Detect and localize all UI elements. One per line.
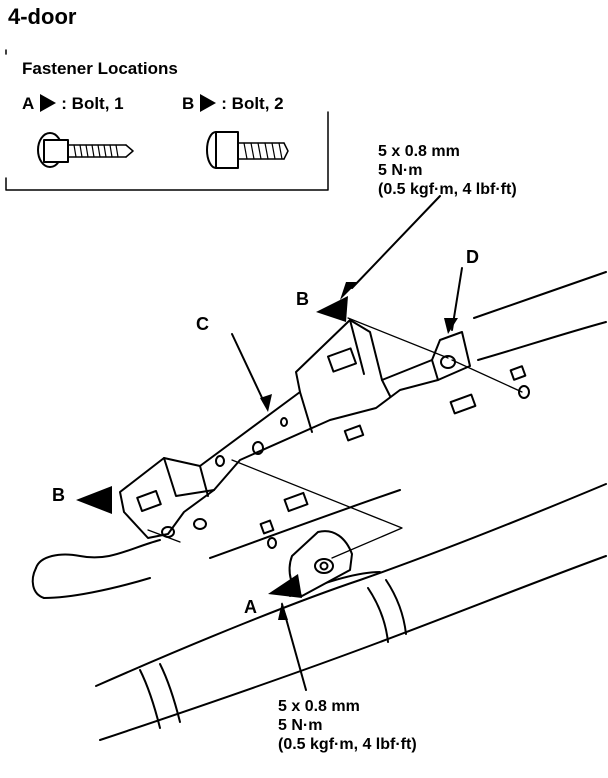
leader-arrow-spec-bottom bbox=[278, 602, 288, 620]
bracket-c bbox=[119, 319, 530, 549]
bolt-b-icon bbox=[206, 131, 289, 169]
triangle-marker-icon bbox=[40, 94, 57, 112]
callout-b-left: B bbox=[52, 485, 65, 505]
legend-label-b: : Bolt, 2 bbox=[221, 94, 284, 113]
marker-a bbox=[268, 574, 302, 598]
callout-c: C bbox=[196, 314, 209, 334]
callout-d: D bbox=[466, 247, 479, 267]
torque-spec-top: 5 x 0.8 mm 5 N·m (0.5 kgf·m, 4 lbf·ft) bbox=[378, 142, 517, 199]
callout-b-right: B bbox=[296, 289, 309, 309]
middle-tube bbox=[31, 489, 401, 599]
marker-b-right bbox=[316, 296, 348, 322]
page-title: 4-door bbox=[8, 4, 77, 29]
spec-top-torque-alt: (0.5 kgf·m, 4 lbf·ft) bbox=[378, 181, 517, 198]
legend-item-a: A : Bolt, 1 bbox=[22, 94, 124, 112]
legend-item-b: B : Bolt, 2 bbox=[182, 94, 284, 112]
upper-tube bbox=[473, 271, 607, 361]
spec-top-size: 5 x 0.8 mm bbox=[378, 143, 460, 160]
legend-letter-b: B bbox=[182, 94, 195, 113]
legend-box-border bbox=[5, 49, 329, 191]
torque-spec-bottom: 5 x 0.8 mm 5 N·m (0.5 kgf·m, 4 lbf·ft) bbox=[278, 697, 417, 754]
spec-bottom-torque-alt: (0.5 kgf·m, 4 lbf·ft) bbox=[278, 736, 417, 753]
callout-a: A bbox=[244, 597, 257, 617]
lower-tube bbox=[95, 483, 607, 741]
leader-arrow-spec-top bbox=[340, 282, 358, 300]
legend-letter-a: A bbox=[22, 94, 35, 113]
triangle-marker-icon bbox=[200, 94, 217, 112]
spec-bottom-torque: 5 N·m bbox=[278, 717, 323, 734]
legend-label-a: : Bolt, 1 bbox=[61, 94, 124, 113]
marker-b-left bbox=[76, 486, 112, 514]
guide-lines bbox=[147, 317, 523, 559]
bolt-a-icon bbox=[37, 132, 134, 168]
leader-arrow-c bbox=[260, 394, 272, 412]
lower-clip bbox=[288, 530, 353, 597]
spec-bottom-size: 5 x 0.8 mm bbox=[278, 698, 360, 715]
leader-arrow-d bbox=[444, 318, 458, 334]
legend-heading: Fastener Locations bbox=[22, 59, 178, 78]
spec-top-torque: 5 N·m bbox=[378, 162, 423, 179]
